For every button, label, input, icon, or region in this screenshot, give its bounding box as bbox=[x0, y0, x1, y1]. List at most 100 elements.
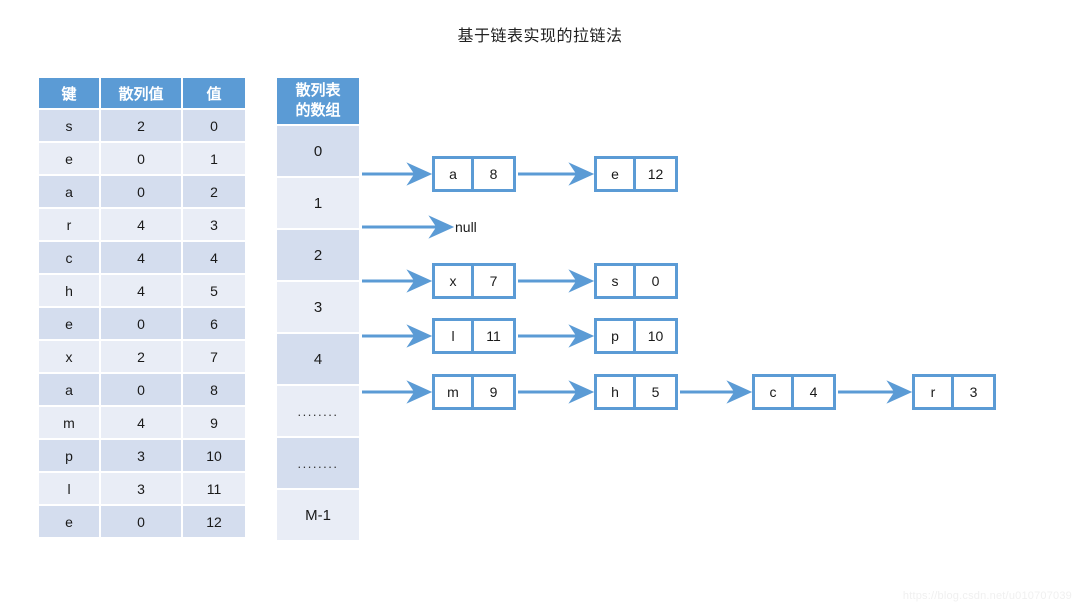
cell-hash: 0 bbox=[101, 308, 181, 339]
cell-hash: 4 bbox=[101, 209, 181, 240]
column-header-value: 值 bbox=[183, 78, 245, 108]
null-label: null bbox=[455, 219, 477, 235]
array-slot-0: 0 bbox=[277, 126, 359, 176]
table-row: a 0 8 bbox=[39, 374, 245, 405]
cell-key: h bbox=[39, 275, 99, 306]
list-node: a 8 bbox=[432, 156, 516, 192]
array-slot-row: 3 bbox=[277, 282, 359, 332]
table-row: h 4 5 bbox=[39, 275, 245, 306]
array-slot-row: ........ bbox=[277, 386, 359, 436]
list-node: m 9 bbox=[432, 374, 516, 410]
cell-value: 4 bbox=[183, 242, 245, 273]
cell-value: 12 bbox=[183, 506, 245, 537]
node-value: 0 bbox=[636, 266, 675, 296]
cell-key: e bbox=[39, 143, 99, 174]
array-slot-row: 2 bbox=[277, 230, 359, 280]
array-slot-ellipsis-1: ........ bbox=[277, 386, 359, 436]
node-key: l bbox=[435, 321, 474, 351]
cell-key: m bbox=[39, 407, 99, 438]
cell-value: 6 bbox=[183, 308, 245, 339]
list-node: c 4 bbox=[752, 374, 836, 410]
array-header-line1: 散列表 bbox=[295, 82, 341, 99]
node-value: 9 bbox=[474, 377, 513, 407]
cell-hash: 0 bbox=[101, 506, 181, 537]
cell-hash: 2 bbox=[101, 341, 181, 372]
array-slot-2: 2 bbox=[277, 230, 359, 280]
list-node: x 7 bbox=[432, 263, 516, 299]
array-slot-last: M-1 bbox=[277, 490, 359, 540]
cell-key: s bbox=[39, 110, 99, 141]
cell-value: 8 bbox=[183, 374, 245, 405]
list-node: r 3 bbox=[912, 374, 996, 410]
array-header-row: 散列表 的数组 bbox=[277, 78, 359, 124]
node-key: c bbox=[755, 377, 794, 407]
cell-hash: 4 bbox=[101, 407, 181, 438]
node-key: p bbox=[597, 321, 636, 351]
array-slot-ellipsis-2: ........ bbox=[277, 438, 359, 488]
cell-key: c bbox=[39, 242, 99, 273]
table-row: s 2 0 bbox=[39, 110, 245, 141]
table-row: l 3 11 bbox=[39, 473, 245, 504]
node-value: 11 bbox=[474, 321, 513, 351]
cell-value: 2 bbox=[183, 176, 245, 207]
array-slot-3: 3 bbox=[277, 282, 359, 332]
node-key: x bbox=[435, 266, 474, 296]
cell-value: 1 bbox=[183, 143, 245, 174]
list-node: p 10 bbox=[594, 318, 678, 354]
array-slot-row: M-1 bbox=[277, 490, 359, 540]
array-slot-4: 4 bbox=[277, 334, 359, 384]
table-row: p 3 10 bbox=[39, 440, 245, 471]
array-slot-row: 0 bbox=[277, 126, 359, 176]
cell-value: 11 bbox=[183, 473, 245, 504]
node-value: 8 bbox=[474, 159, 513, 189]
table-row: m 4 9 bbox=[39, 407, 245, 438]
table-row: r 4 3 bbox=[39, 209, 245, 240]
cell-key: x bbox=[39, 341, 99, 372]
cell-hash: 0 bbox=[101, 143, 181, 174]
table-header-row: 键 散列值 值 bbox=[39, 78, 245, 108]
node-key: m bbox=[435, 377, 474, 407]
cell-hash: 2 bbox=[101, 110, 181, 141]
array-header-line2: 的数组 bbox=[295, 102, 341, 119]
node-key: r bbox=[915, 377, 954, 407]
list-node: l 11 bbox=[432, 318, 516, 354]
cell-hash: 0 bbox=[101, 176, 181, 207]
cell-hash: 4 bbox=[101, 275, 181, 306]
node-value: 3 bbox=[954, 377, 993, 407]
page-title: 基于链表实现的拉链法 bbox=[457, 28, 623, 45]
node-value: 5 bbox=[636, 377, 675, 407]
cell-value: 5 bbox=[183, 275, 245, 306]
column-header-hash: 散列值 bbox=[101, 78, 181, 108]
watermark: https://blog.csdn.net/u010707039 bbox=[902, 590, 1072, 602]
hash-array-table: 散列表 的数组 0 1 2 3 4 ........ ........ M-1 bbox=[277, 76, 359, 542]
table-row: a 0 2 bbox=[39, 176, 245, 207]
column-header-key: 键 bbox=[39, 78, 99, 108]
node-key: h bbox=[597, 377, 636, 407]
cell-key: e bbox=[39, 308, 99, 339]
cell-key: p bbox=[39, 440, 99, 471]
key-hash-value-table: 键 散列值 值 s 2 0 e 0 1 a 0 2 r 4 3 c 4 4 bbox=[37, 76, 247, 539]
cell-key: r bbox=[39, 209, 99, 240]
list-node: h 5 bbox=[594, 374, 678, 410]
cell-hash: 3 bbox=[101, 440, 181, 471]
cell-hash: 0 bbox=[101, 374, 181, 405]
cell-key: a bbox=[39, 374, 99, 405]
node-value: 4 bbox=[794, 377, 833, 407]
array-slot-1: 1 bbox=[277, 178, 359, 228]
node-key: e bbox=[597, 159, 636, 189]
cell-value: 9 bbox=[183, 407, 245, 438]
cell-value: 3 bbox=[183, 209, 245, 240]
node-key: s bbox=[597, 266, 636, 296]
node-value: 7 bbox=[474, 266, 513, 296]
table-row: c 4 4 bbox=[39, 242, 245, 273]
cell-key: a bbox=[39, 176, 99, 207]
table-row: x 2 7 bbox=[39, 341, 245, 372]
table-row: e 0 1 bbox=[39, 143, 245, 174]
table-row: e 0 12 bbox=[39, 506, 245, 537]
array-slot-row: 1 bbox=[277, 178, 359, 228]
node-value: 10 bbox=[636, 321, 675, 351]
list-node: e 12 bbox=[594, 156, 678, 192]
array-slot-row: 4 bbox=[277, 334, 359, 384]
list-node: s 0 bbox=[594, 263, 678, 299]
cell-value: 10 bbox=[183, 440, 245, 471]
